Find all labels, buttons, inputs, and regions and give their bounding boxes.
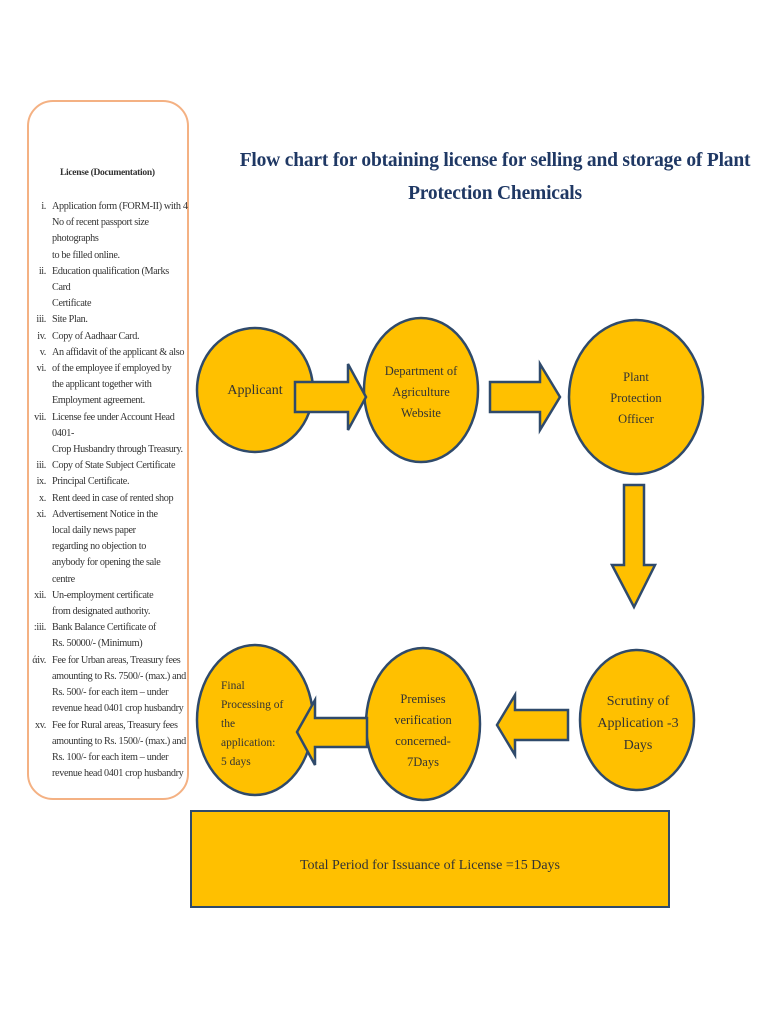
document-item-text: Bank Balance Certificate of Rs. 50000/- … <box>52 622 156 650</box>
document-item: xi. Advertisement Notice in the local dai… <box>22 507 188 588</box>
page-title: Flow chart for obtaining license for sel… <box>235 144 755 210</box>
label-officer: Plant Protection Officer <box>610 370 662 426</box>
document-item: x. Rent deed in case of rented shop <box>22 491 188 507</box>
document-item: άiv. Fee for Urban areas, Treasury fees … <box>22 653 188 718</box>
document-item: i. Application form (FORM-II) with 4 No o… <box>22 199 188 264</box>
document-item-text: Fee for Urban areas, Treasury fees amoun… <box>52 654 186 715</box>
document-item-number: vii. <box>34 411 46 423</box>
document-item-number: ix. <box>36 476 47 488</box>
document-item-text: Un-employment certificate from designate… <box>52 589 154 618</box>
document-item: ii. Education qualification (Marks Card C… <box>22 264 188 313</box>
arrow-down <box>609 483 658 610</box>
document-item-text: of the employee if employed by the appli… <box>52 363 172 407</box>
document-item-number: iv. <box>37 330 46 342</box>
document-item-text: Advertisement Notice in the local daily … <box>52 508 161 585</box>
document-item-text: Application form (FORM-II) with 4 No of … <box>52 201 188 261</box>
arrow-left-1 <box>495 690 570 760</box>
document-item: ix. Principal Certificate. <box>22 474 188 490</box>
total-period-box: Total Period for Issuance of License =15… <box>190 810 670 908</box>
document-item-number: i. <box>41 201 46 212</box>
document-item: v. An affidavit of the applicant & also <box>22 345 188 361</box>
document-item-number: ii. <box>38 265 47 277</box>
document-item-number: xii. <box>34 589 46 601</box>
document-item: vii. License fee under Account Head 0401-… <box>22 410 188 459</box>
document-item-number: άiv. <box>32 654 46 666</box>
document-item-number: v. <box>39 346 47 358</box>
document-item-text: Rent deed in case of rented shop <box>52 492 174 504</box>
document-item-text: License fee under Account Head 0401- Cro… <box>52 411 183 456</box>
document-item: xv. Fee for Rural areas, Treasury fees am… <box>22 718 188 783</box>
node-scrutiny <box>578 648 696 792</box>
document-item-number: vi. <box>36 363 47 375</box>
document-item-number: iii. <box>36 314 46 326</box>
node-department <box>362 316 480 464</box>
document-item-text: Fee for Rural areas, Treasury fees amoun… <box>52 719 186 780</box>
arrow-right-2 <box>488 359 562 435</box>
document-item-text: Principal Certificate. <box>52 476 130 488</box>
document-item-text: An affidavit of the applicant & also <box>52 346 185 358</box>
document-item-number: iii. <box>36 460 46 472</box>
document-item-text: Site Plan. <box>52 314 88 326</box>
label-premises: Premises verification concerned- 7Days <box>394 692 452 769</box>
label-final: Final Processing of the application: 5 d… <box>221 680 284 768</box>
label-scrutiny: Scrutiny of Application -3 Days <box>597 694 679 753</box>
document-item: vi. of the employee if employed by the ap… <box>22 361 188 410</box>
document-item: iii. Copy of State Subject Certificate <box>22 458 188 474</box>
document-item: xii. Un-employment certificate from desig… <box>22 588 188 620</box>
label-applicant: Applicant <box>227 383 283 398</box>
document-item-number: xi. <box>36 508 47 520</box>
node-officer <box>567 318 705 476</box>
document-item-text: Copy of State Subject Certificate <box>52 460 176 472</box>
document-item: :iii. Bank Balance Certificate of Rs. 500… <box>22 620 188 652</box>
document-item-text: Education qualification (Marks Card Cert… <box>52 265 169 310</box>
document-item: iv. Copy of Aadhaar Card. <box>22 329 188 345</box>
title-line-2: Protection Chemicals <box>408 183 582 204</box>
label-department: Department of Agriculture Website <box>384 364 458 420</box>
document-item-number: xv. <box>34 719 46 731</box>
document-item: iii. Site Plan. <box>22 312 188 328</box>
document-item-text: Copy of Aadhaar Card. <box>52 330 140 342</box>
arrow-left-2 <box>295 695 369 766</box>
title-line-1: Flow chart for obtaining license for sel… <box>239 150 751 171</box>
documentation-heading: License (Documentation) <box>60 168 155 178</box>
document-item-number: :iii. <box>33 622 46 634</box>
arrow-right-1 <box>293 363 368 431</box>
documentation-list: i. Application form (FORM-II) with 4 No o… <box>22 199 188 782</box>
documentation-box <box>27 100 189 800</box>
document-item-number: x. <box>39 492 46 504</box>
